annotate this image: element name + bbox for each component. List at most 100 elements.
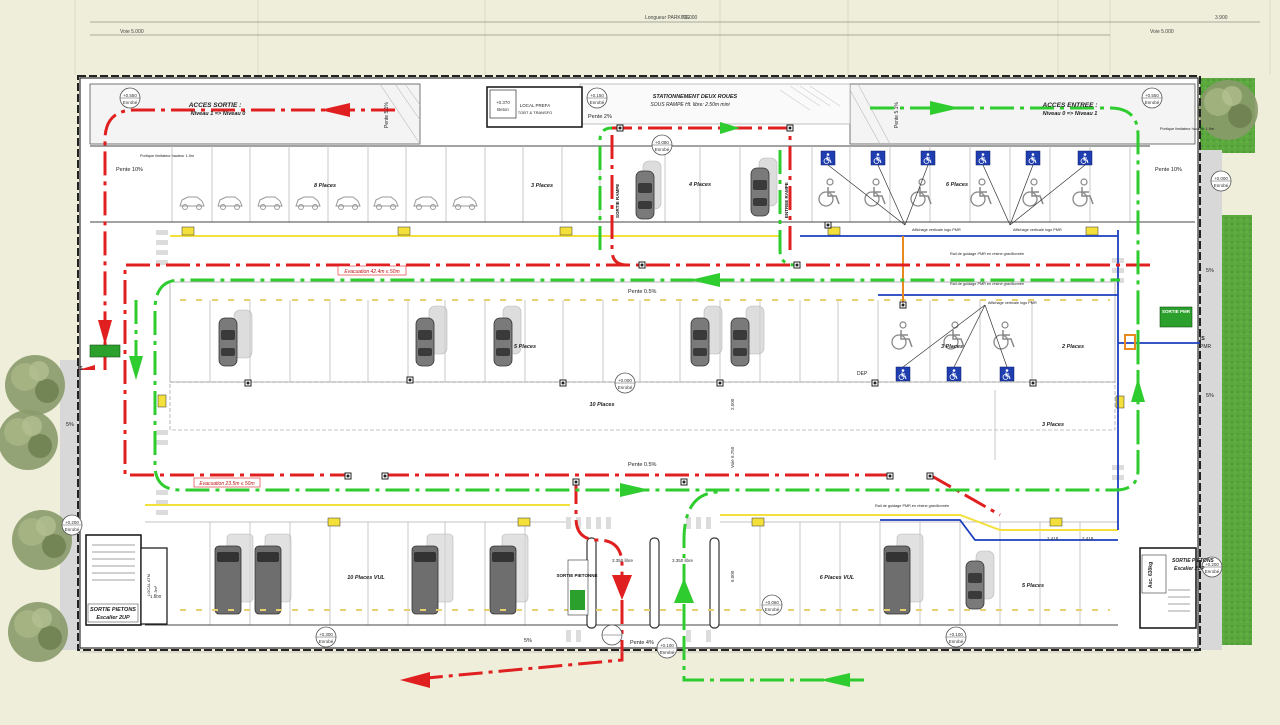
yellow-blocks <box>157 226 1125 527</box>
places-10-vul: 10 Places VUL <box>347 575 385 581</box>
place-labels: 8 Places 3 Places 4 Places 6 Places 5 Pl… <box>314 182 1084 589</box>
voie-right: Voie 5.000 <box>1150 29 1174 35</box>
lvl-top-left-sub: Enrobé <box>123 100 138 105</box>
pmr-display-2: Affichage verticale logo PMR <box>1013 228 1062 232</box>
sortie-rampe: SORTIE RAMPE <box>615 184 620 218</box>
pente-right: Pente 10% <box>1155 167 1182 173</box>
places-8: 8 Places <box>314 183 336 189</box>
places-5a: 5 Places <box>514 344 536 350</box>
two-wheels-sub: SOUS RAMPE Ht. libre: 2.50m mini <box>650 102 730 108</box>
places-2: 2 Places <box>1061 344 1084 350</box>
pmr-guidance-2: Rail de guidage PMR en résine gravillonn… <box>950 282 1024 286</box>
lvl-bottom-left-sub: Enrobé <box>319 639 334 644</box>
measure-8: 2.418 <box>1082 536 1094 541</box>
pmr-annotations: Affichage verticale logo PMR Affichage v… <box>857 228 1062 508</box>
pmr-display-1: Affichage verticale logo PMR <box>912 228 961 232</box>
lvl-local-right-sub: Enrobé <box>590 100 605 105</box>
lvl-stair-right: +0.200 <box>1205 562 1219 567</box>
top-dimensions: Longueur PARKING 70.000 3.900 Voie 5.000… <box>90 15 1260 36</box>
places-6-vul: 6 Places VUL <box>820 575 855 581</box>
slab-perimeter <box>77 75 1201 651</box>
local-title: LOCAL PREFA <box>520 103 551 108</box>
entree-rampe: ENTREE RAMPE <box>784 182 789 218</box>
local-level: +0.370 <box>496 100 510 105</box>
pente-top-road: Pente 2% <box>588 114 612 120</box>
lvl-bottom-left: +0.300 <box>319 632 333 637</box>
lvl-stair-right-sub: Enrobé <box>1205 569 1220 574</box>
tree-left-4 <box>8 602 68 662</box>
pmr-dep: DEP <box>857 371 868 377</box>
lvl-bottom-lane-sub: Enrobé <box>765 607 780 612</box>
voie-left: Voie 5.000 <box>120 29 144 35</box>
two-wheels-area: STATIONNEMENT DEUX ROUES SOUS RAMPE Ht. … <box>579 83 851 125</box>
lvl-right-side: +0.000 <box>1214 176 1228 181</box>
pct-5-right-top: 5% <box>1206 268 1214 274</box>
pct-5-left: 5% <box>66 422 74 428</box>
lvl-ramp-top-sub: Enrobé <box>655 147 670 152</box>
local-prefa: +0.370 Beton LOCAL PREFA TGBT & TRANSFO <box>486 86 583 128</box>
pmr-sign-lines-top <box>827 164 1086 226</box>
lvl-center-sub: Enrobé <box>618 385 633 390</box>
length-label: Longueur PARKING <box>645 15 690 21</box>
pente-mid2: Pente 0.5% <box>628 462 657 468</box>
measure-6: 1.500 <box>150 594 162 599</box>
stair-left: SORTIE PIETONS Escalier 2UP LOCAL ATM 7.… <box>85 534 168 626</box>
lvl-bottom-lane: +0.060 <box>765 600 779 605</box>
escalier-right: Escalier 2UP <box>1174 566 1205 572</box>
measure-4: Voie 6.750 <box>730 446 735 468</box>
access-labels: ACCES SORTIE : Niveau 1 => Niveau 0 ACCE… <box>188 102 1098 128</box>
portique-labels: Portique limitateur hauteur 1.9m Portiqu… <box>140 127 1214 158</box>
escalier-left: Escalier 2UP <box>96 615 130 621</box>
ramp-left-slope: Pente 5.1% <box>384 102 390 128</box>
sortie-pietons-right: SORTIE PIETONS <box>1172 558 1214 564</box>
yellow-dashes <box>180 299 1110 611</box>
exit-title: ACCES SORTIE : <box>188 102 242 109</box>
grass-strip-right <box>1222 215 1252 645</box>
lvl-bottom-mid-sub: Enrobé <box>660 650 675 655</box>
sortie-pietons-left: SORTIE PIETONS <box>90 607 136 613</box>
lvl-bottom-right-sub: Enrobé <box>949 639 964 644</box>
evacuation-labels: Evacuation 42.4m ≤ 50m Evacuation 23.5m … <box>193 265 407 488</box>
tree-left-1 <box>5 355 65 415</box>
evac-1: Evacuation 42.4m ≤ 50m <box>344 269 399 275</box>
measure-3: 2.500 <box>730 398 735 410</box>
exit-arrows <box>78 103 632 688</box>
pct-5-bottom: 5% <box>524 638 532 644</box>
local-sub: TGBT & TRANSFO <box>518 110 553 115</box>
tree-top-right <box>1198 80 1258 140</box>
asc-label: Asc. 630kg <box>1148 562 1154 588</box>
site-grid <box>74 0 1271 75</box>
places-3a: 3 Places <box>531 183 553 189</box>
lvl-stair-left-sub: Enrobé <box>65 527 80 532</box>
places-10: 10 Places <box>589 402 614 408</box>
tree-left-3 <box>12 510 72 570</box>
sortie-pietonne: SORTIE PIETONNE <box>557 573 598 578</box>
slope-labels: Pente 10% Pente 10% Pente 2% Pente 0.5% … <box>66 114 1214 646</box>
lvl-top-right-sub: Enrobé <box>1145 100 1160 105</box>
exit-ramp <box>89 83 421 145</box>
exit-signs: SORTIE PMR SORTIE PIETONNE IS IS PMR <box>78 306 1212 616</box>
measure-labels: 3.350 libre 3.350 libre 2.500 Voie 6.750… <box>150 398 1094 599</box>
entry-title: ACCES ENTREE : <box>1042 102 1098 109</box>
pmr-middle <box>891 304 1015 382</box>
entry-route <box>134 106 1140 682</box>
exit-sub: Niveau 1 => Niveau 0 <box>191 111 246 117</box>
stair-right: Asc. 630kg SORTIE PIETONS Escalier 2UP <box>1139 547 1214 629</box>
lvl-top-right: +0.550 <box>1145 93 1159 98</box>
two-wheels-title: STATIONNEMENT DEUX ROUES <box>653 94 738 100</box>
pente-bottom: Pente 4% <box>630 640 654 646</box>
is-right: IS <box>1200 336 1205 342</box>
exit-route <box>103 108 1150 682</box>
pmr-display-3: Affichage verticale logo PMR <box>988 301 1037 305</box>
measure-2: 3.350 libre <box>672 558 694 563</box>
sortie-pmr-label: SORTIE PMR <box>1162 309 1191 314</box>
ramp-right-slope: Pente 5.1% <box>894 102 900 128</box>
width-value: 3.900 <box>1215 15 1228 21</box>
ramp-labels: SORTIE RAMPE ENTREE RAMPE <box>615 182 789 218</box>
pmr-tag: PMR <box>1200 344 1212 350</box>
sidewalk-left <box>60 360 82 650</box>
lvl-ramp-top: +0.080 <box>655 140 669 145</box>
lvl-stair-left: +0.200 <box>65 520 79 525</box>
